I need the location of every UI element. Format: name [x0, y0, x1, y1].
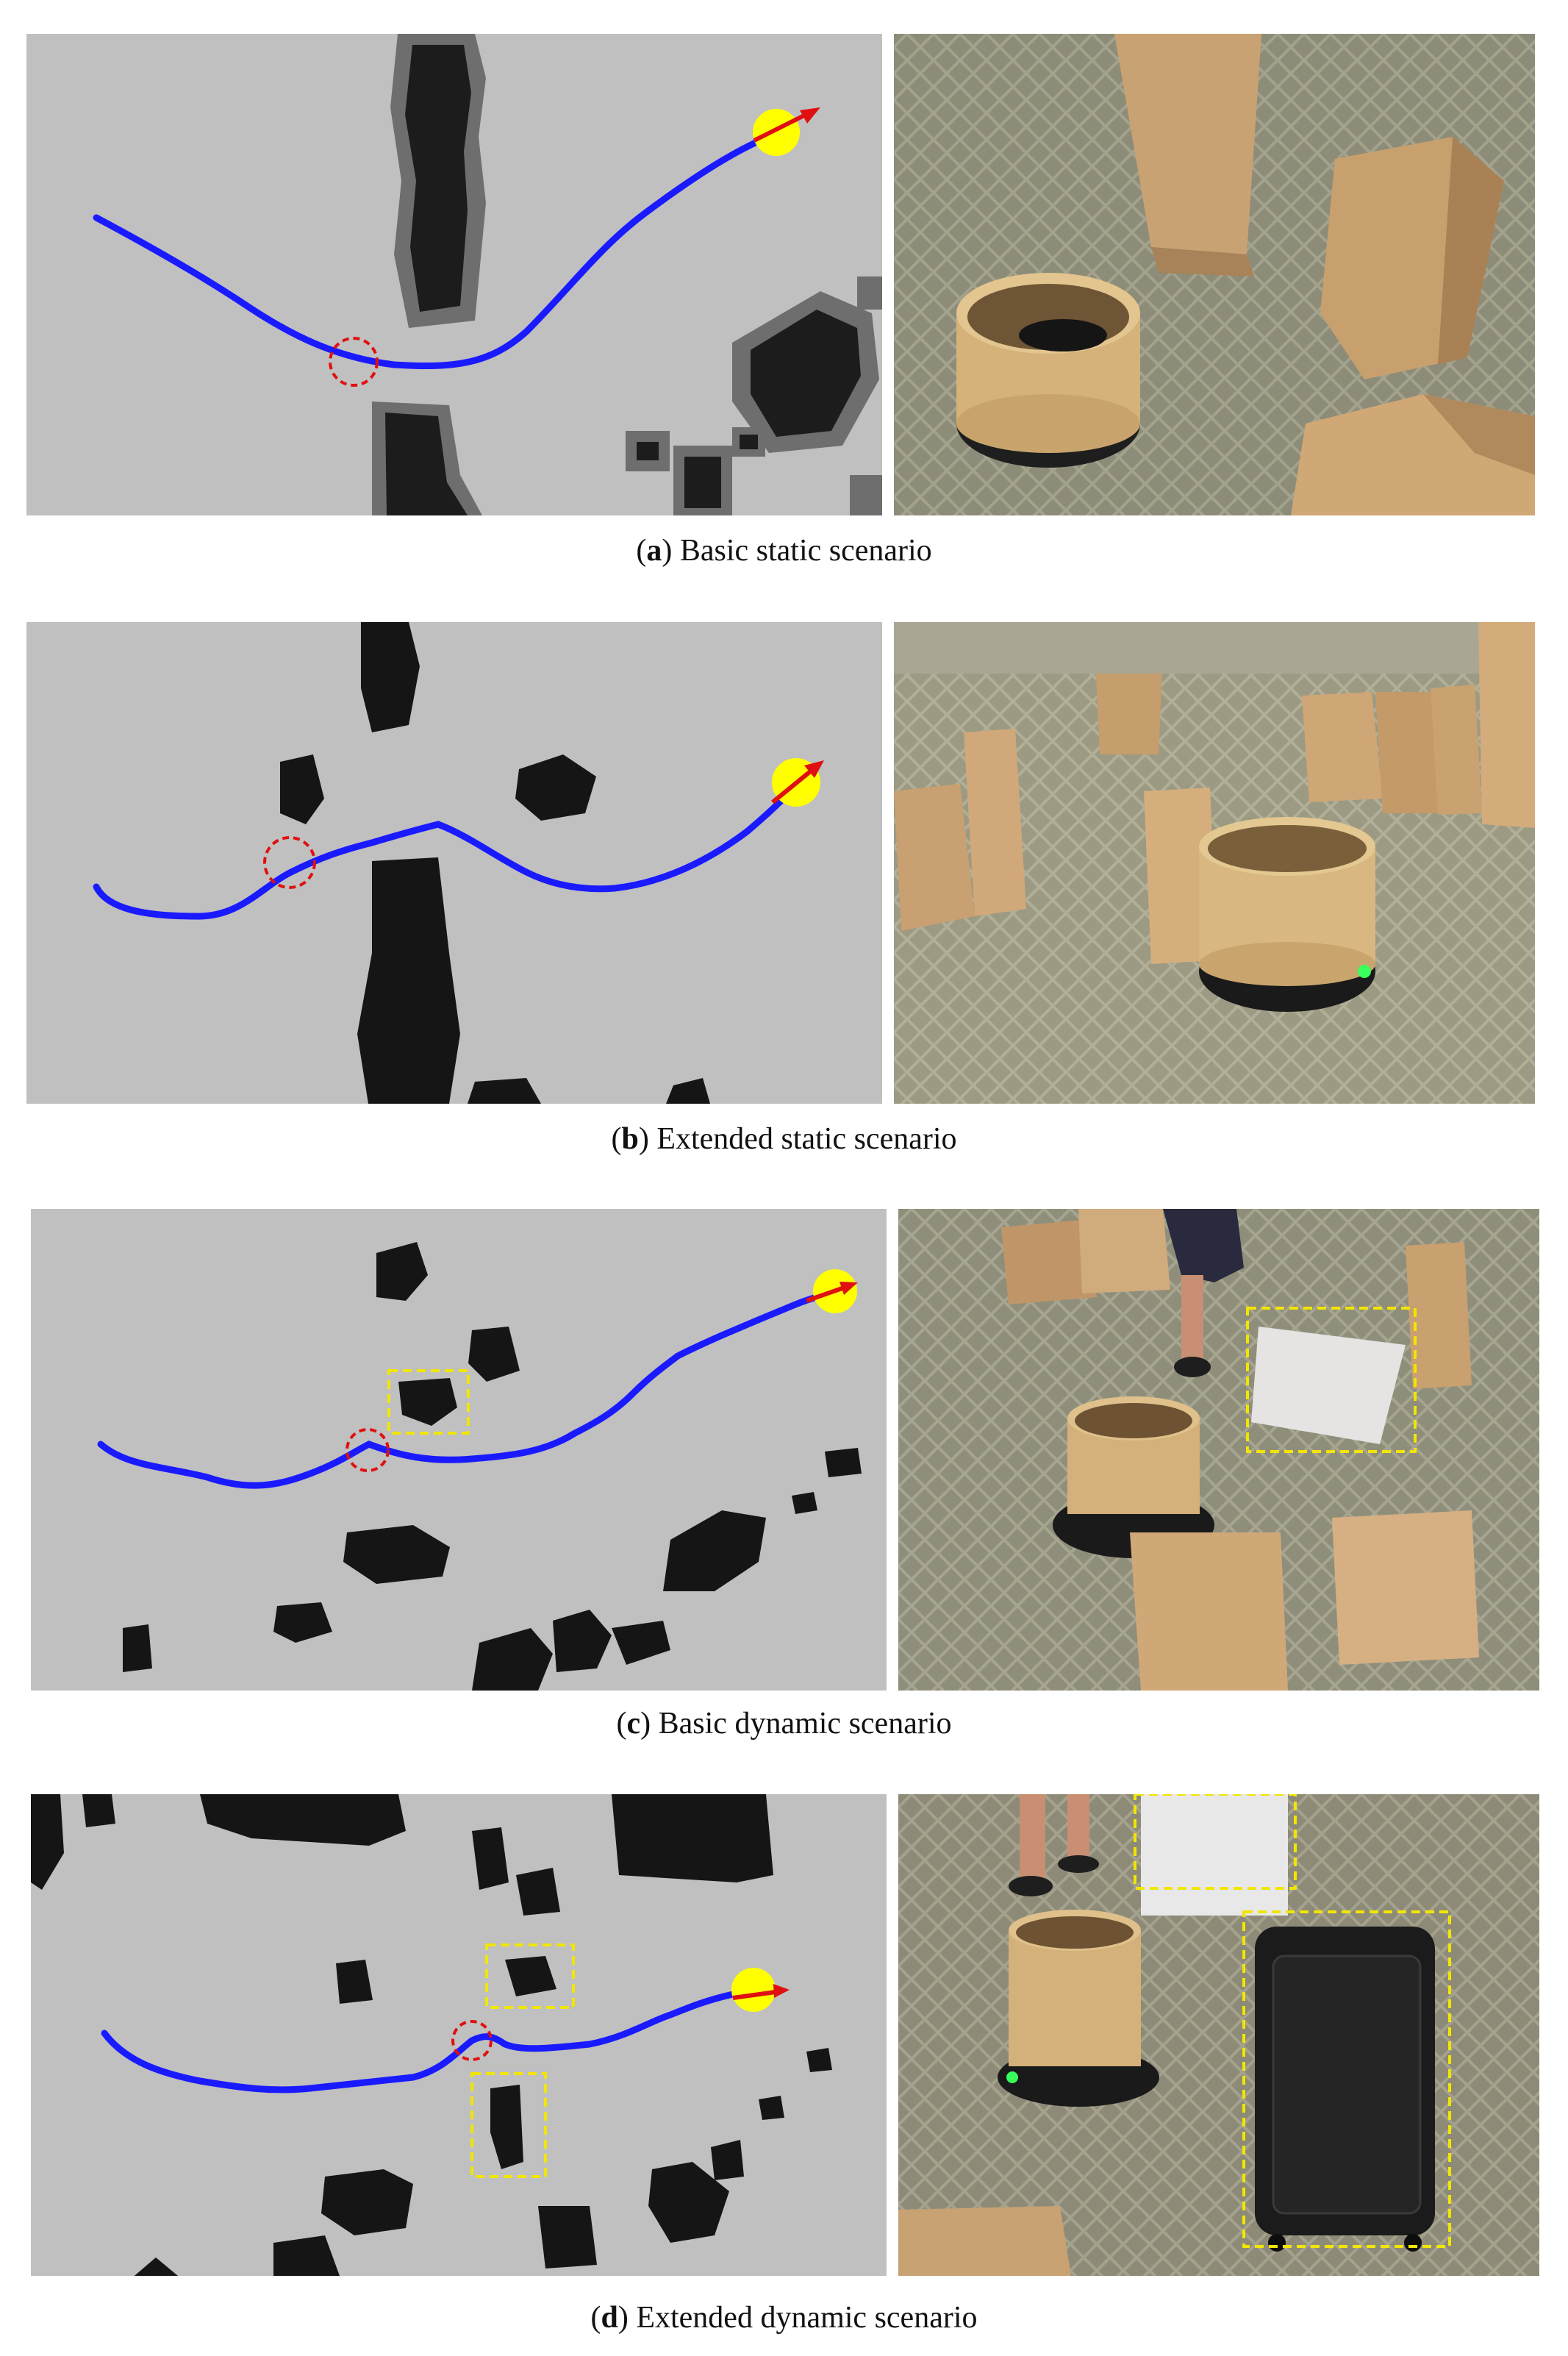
highlight-circle: [329, 337, 379, 387]
map-panel-c: [31, 1209, 887, 1691]
highlight-circle: [263, 836, 316, 889]
goal-marker: [753, 109, 800, 156]
occupancy-obstacles: [280, 622, 710, 1104]
obstacle-bottom: [372, 401, 482, 515]
dynamic-obstacle-box: [470, 2072, 547, 2178]
map-panel-a: [26, 34, 882, 515]
dynamic-obstacle-box: [1246, 1307, 1417, 1453]
robot-photo: [956, 273, 1140, 468]
heading-arrow: [806, 1282, 858, 1303]
occupancy-obstacles: [31, 1794, 832, 2276]
obstacle-column: [390, 34, 486, 328]
photo-panel-b: [894, 622, 1535, 1104]
dynamic-obstacle-box: [1134, 1794, 1297, 1890]
robot-path: [97, 1290, 832, 1489]
heading-arrow: [753, 107, 820, 143]
dynamic-obstacle-box: [387, 1369, 470, 1435]
robot-photo: [1199, 817, 1375, 1012]
person: [1009, 1794, 1099, 1896]
person: [1163, 1209, 1244, 1377]
map-panel-b: [26, 622, 882, 1104]
robot-path: [93, 133, 773, 370]
highlight-circle: [451, 2020, 493, 2061]
occupancy-obstacles: [123, 1242, 862, 1691]
cardboard-boxes: [1130, 1510, 1479, 1691]
map-panel-d: [31, 1794, 887, 2276]
obstacle-right-cluster: [626, 276, 882, 515]
background-boxes: [1001, 1209, 1472, 1389]
heading-arrow: [732, 1984, 790, 2000]
caption-c: (c) Basic dynamic scenario: [616, 1707, 952, 1741]
white-board: [1141, 1794, 1288, 1916]
photo-panel-c: [898, 1209, 1539, 1691]
cardboard-boxes: [894, 622, 1535, 964]
dynamic-obstacle-box: [1242, 1910, 1451, 2248]
heading-arrow: [771, 760, 824, 804]
highlight-circle: [346, 1428, 390, 1472]
dynamic-obstacle-box: [485, 1943, 575, 2009]
photo-panel-d: [898, 1794, 1539, 2276]
robot-path: [93, 788, 795, 920]
caption-b: (b) Extended static scenario: [611, 1122, 957, 1156]
cardboard-box: [898, 2206, 1071, 2276]
dynamic-obstacles: [490, 1956, 556, 2169]
photo-panel-a: [894, 34, 1535, 515]
cardboard-boxes: [1114, 34, 1535, 515]
goal-marker: [731, 1968, 776, 2012]
robot-photo: [998, 1910, 1159, 2107]
caption-d: (d) Extended dynamic scenario: [590, 2301, 978, 2335]
suitcase: [1255, 1927, 1435, 2252]
caption-a: (a) Basic static scenario: [636, 534, 932, 568]
white-board: [1251, 1327, 1406, 1444]
